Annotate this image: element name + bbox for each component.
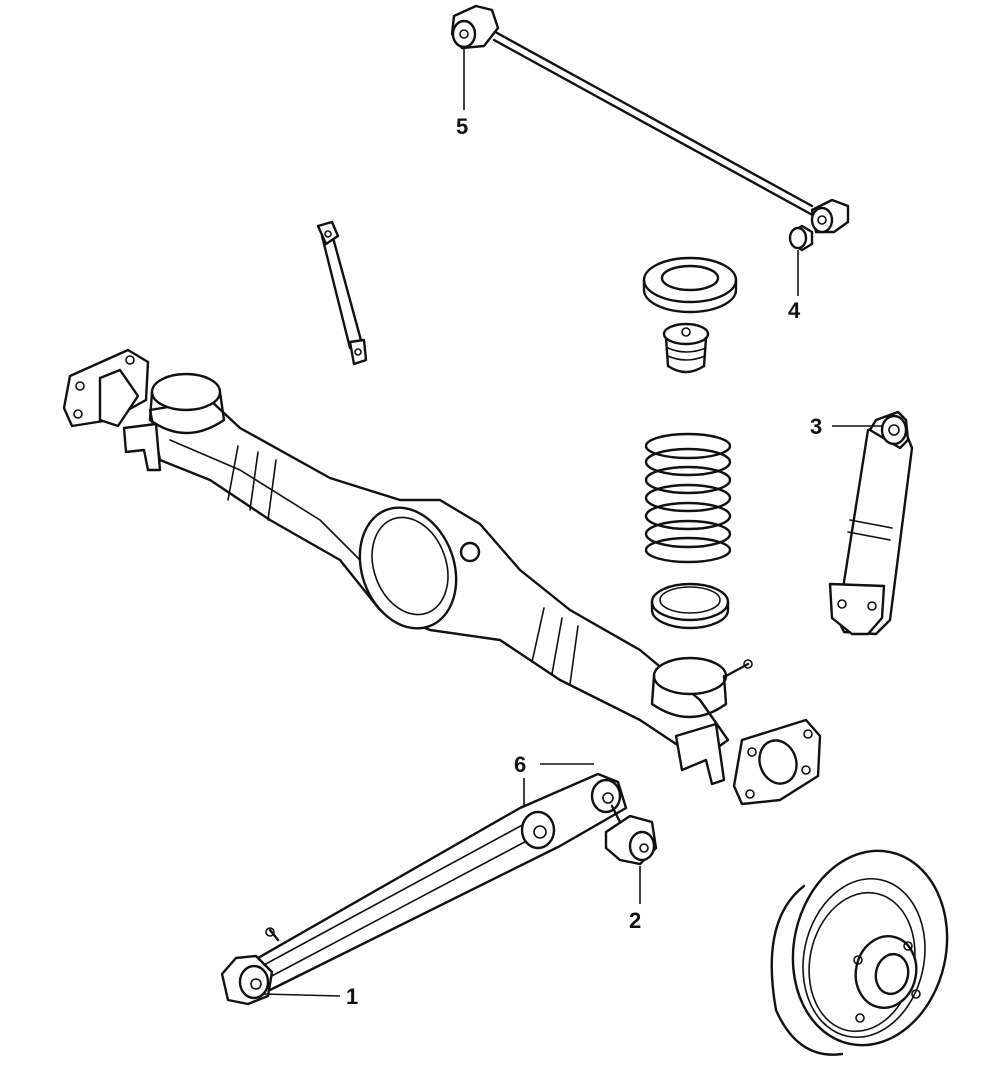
spring-lower-seat (650, 582, 730, 630)
trailing-arm (220, 772, 658, 1006)
callout-4-label: 4 (788, 298, 801, 323)
axle-beam (62, 348, 822, 806)
spring-upper-seat (642, 256, 738, 314)
link-rod (316, 220, 368, 366)
brake-drum (770, 849, 949, 1056)
callout-6-label: 6 (514, 752, 526, 777)
callout-5-label: 5 (456, 114, 468, 139)
callout-6-leader (523, 763, 594, 806)
callout-3-label: 3 (810, 414, 822, 439)
lateral-rod (450, 4, 850, 234)
callout-1-leader (261, 993, 341, 997)
coil-spring (644, 432, 732, 564)
shock-absorber (828, 410, 914, 636)
callout-1-label: 1 (346, 984, 358, 1009)
callout-2-label: 2 (629, 908, 641, 933)
bushing (788, 224, 814, 252)
bump-stop (662, 322, 710, 374)
